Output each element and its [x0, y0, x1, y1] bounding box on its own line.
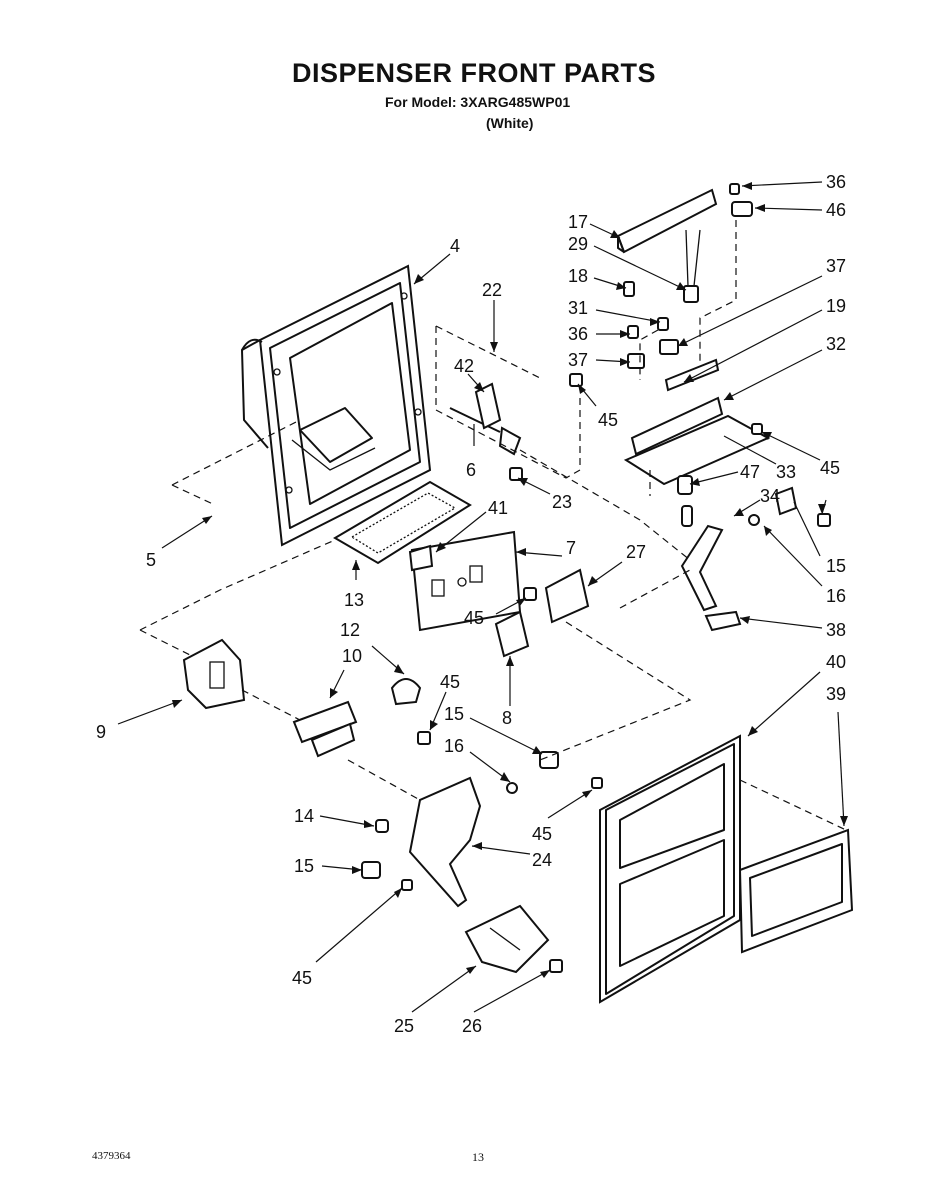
callout-45-center: 45	[464, 608, 484, 628]
callout-8: 8	[502, 708, 512, 728]
switch-pad	[182, 638, 246, 710]
top-trim-bracket	[616, 183, 753, 254]
page-title: DISPENSER FRONT PARTS	[291, 58, 657, 88]
callout-45-bottom-left: 45	[292, 968, 312, 988]
callout-33: 33	[776, 462, 796, 482]
callout-labels: 36 46 17 29 37 18 19 31 32 36 37 4 22 42…	[96, 172, 846, 1036]
callout-4: 4	[450, 236, 460, 256]
callout-12: 12	[340, 620, 360, 640]
callout-40: 40	[826, 652, 846, 672]
callout-45-right: 45	[820, 458, 840, 478]
page-number: 13	[472, 1150, 484, 1164]
callout-41: 41	[488, 498, 508, 518]
callout-34: 34	[760, 486, 780, 506]
callout-18: 18	[568, 266, 588, 286]
callout-16-middle: 16	[444, 736, 464, 756]
callout-15-left: 15	[294, 856, 314, 876]
switch-assembly	[623, 229, 720, 392]
control-bracket	[623, 396, 831, 527]
callout-10: 10	[342, 646, 362, 666]
callout-36-top: 36	[826, 172, 846, 192]
callout-32: 32	[826, 334, 846, 354]
ice-actuator-arm	[680, 524, 742, 632]
callout-31: 31	[568, 298, 588, 318]
callout-45-bottom-right: 45	[532, 824, 552, 844]
callout-7: 7	[566, 538, 576, 558]
callout-25: 25	[394, 1016, 414, 1036]
callout-45-lower: 45	[440, 672, 460, 692]
callout-37-top: 37	[826, 256, 846, 276]
callout-27: 27	[626, 542, 646, 562]
callout-39: 39	[826, 684, 846, 704]
callout-23: 23	[552, 492, 572, 512]
callout-36-mid: 36	[568, 324, 588, 344]
callout-leaders	[117, 181, 848, 1013]
callout-15-middle: 15	[444, 704, 464, 724]
callout-14: 14	[294, 806, 314, 826]
callout-45-upper: 45	[598, 410, 618, 430]
document-number: 4379364	[92, 1150, 131, 1162]
callout-29: 29	[568, 234, 588, 254]
callout-5: 5	[146, 550, 156, 570]
callout-13: 13	[344, 590, 364, 610]
actuator-lever	[449, 373, 583, 481]
callout-22: 22	[482, 280, 502, 300]
callout-26: 26	[462, 1016, 482, 1036]
callout-19: 19	[826, 296, 846, 316]
water-actuator-arm	[361, 751, 603, 908]
switch-bracket	[292, 678, 431, 758]
callout-46: 46	[826, 200, 846, 220]
callout-16-right: 16	[826, 586, 846, 606]
callout-17: 17	[568, 212, 588, 232]
module-plate	[408, 530, 590, 658]
callout-9: 9	[96, 722, 106, 742]
callout-38: 38	[826, 620, 846, 640]
drip-grille	[333, 480, 472, 565]
model-number: For Model: 3XARG485WP01	[385, 94, 571, 110]
callout-15-right: 15	[826, 556, 846, 576]
assembly-lines	[139, 220, 847, 831]
dispenser-panel	[599, 734, 854, 1004]
callout-47: 47	[740, 462, 760, 482]
callout-24: 24	[532, 850, 552, 870]
dispenser-housing	[241, 264, 432, 547]
callout-42: 42	[454, 356, 474, 376]
callout-37-mid: 37	[568, 350, 588, 370]
drip-tray	[464, 904, 563, 974]
callout-6: 6	[466, 460, 476, 480]
model-color: (White)	[486, 115, 534, 131]
